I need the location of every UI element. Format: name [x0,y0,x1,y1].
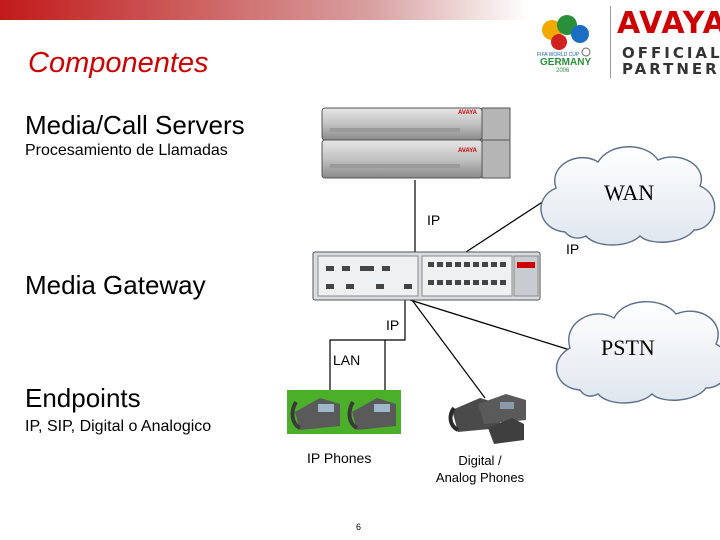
gateway-ports-upper [428,262,506,267]
call-server-lower [321,139,511,179]
endpoints-heading: Endpoints [25,383,141,413]
endpoints-subheading: IP, SIP, Digital o Analogico [25,418,212,435]
servers-heading: Media/Call Servers [25,110,245,140]
ip-label-servers: IP [427,212,441,228]
world-cup-country: GERMANY [540,57,592,68]
digital-phone-cluster [448,394,526,444]
page-title: Componentes [28,47,209,79]
connection-lines [329,180,571,399]
official-text: OFFICIAL [622,44,720,62]
lan-label: LAN [333,352,361,368]
ip-label-pstn: IP [386,317,400,333]
ip-phone-left [287,390,345,434]
pstn-cloud [555,301,720,404]
pstn-label: PSTN [601,335,655,360]
gateway-ports-lower [428,280,506,285]
digital-phones-label: Digital / Analog Phones [425,452,535,486]
world-cup-tagline: FIFA WORLD CUP [537,52,580,58]
gateway-heading: Media Gateway [25,270,206,300]
server-lower-brand: AVAYA [458,148,478,154]
ip-phone-right [345,390,401,434]
page-number: 6 [356,522,362,532]
partner-text: PARTNER [622,60,720,78]
digital-phones-label-line1: Digital / [458,453,502,468]
media-gateway-chassis [312,251,541,301]
server-upper-brand: AVAYA [458,110,478,116]
wan-cloud [540,146,716,246]
digital-phones-label-line2: Analog Phones [435,470,525,485]
gateway-control-ports [326,266,412,289]
world-cup-logo [536,8,598,78]
wan-label: WAN [604,180,655,205]
avaya-logo: AVAYA [617,6,720,41]
header-band [0,0,530,20]
ip-label-wan: IP [566,241,580,257]
world-cup-year: 2006 [556,68,570,74]
logo-divider [610,6,611,78]
call-server-upper [321,107,511,141]
servers-subheading: Procesamiento de Llamadas [25,142,228,159]
ip-phones-label: IP Phones [307,450,372,466]
